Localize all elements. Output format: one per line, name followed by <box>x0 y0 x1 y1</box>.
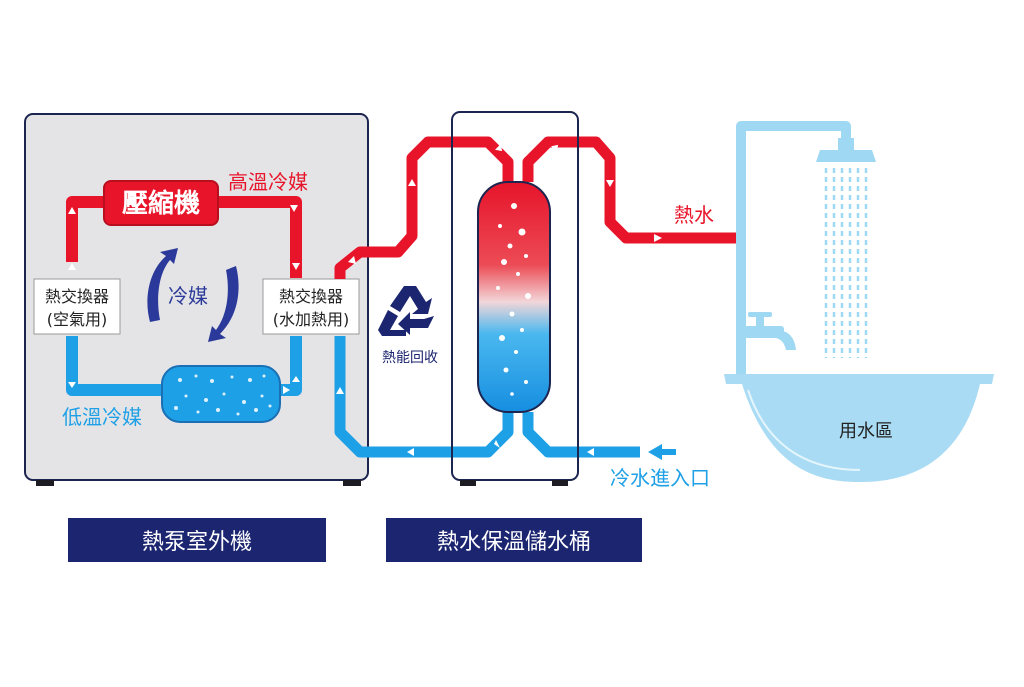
heat-exchanger-water-line2: (水加熱用) <box>273 310 350 329</box>
storage-tank <box>451 111 579 486</box>
shower-water-streams <box>824 168 868 358</box>
heat-exchanger-air: 熱交換器 (空氣用) <box>33 278 121 335</box>
recycle-icon <box>378 286 434 336</box>
cold-refrigerant-loop <box>66 336 302 396</box>
low-temp-refrigerant-label: 低溫冷媒 <box>62 405 142 429</box>
compressor-label: 壓縮機 <box>122 188 200 219</box>
tank-bubbles <box>496 203 531 396</box>
faucet-icon <box>744 312 796 350</box>
shower-head-icon <box>816 138 876 162</box>
high-temp-refrigerant-label: 高溫冷媒 <box>228 170 308 194</box>
evaporator-capsule <box>161 365 281 423</box>
hot-refrigerant-loop <box>66 196 302 278</box>
heat-exchanger-water: 熱交換器 (水加熱用) <box>262 278 360 335</box>
circular-arrows-icon <box>147 248 239 342</box>
shower-frame <box>736 121 851 376</box>
outdoor-unit-caption-text: 熱泵室外機 <box>142 530 252 555</box>
water-use-area-label: 用水區 <box>839 421 893 442</box>
storage-tank-caption-text: 熱水保溫儲水桶 <box>437 530 591 555</box>
heat-exchanger-water-line1: 熱交換器 <box>279 287 343 306</box>
water-flow-arrows <box>336 144 662 456</box>
compressor: 壓縮機 <box>103 180 219 226</box>
refrigerant-flow-arrows <box>68 205 300 394</box>
outdoor-unit-caption: 熱泵室外機 <box>68 518 326 562</box>
storage-tank-caption: 熱水保溫儲水桶 <box>386 518 642 562</box>
water-basin <box>724 374 994 482</box>
heat-exchanger-air-line1: 熱交換器 <box>45 287 109 306</box>
heat-exchanger-air-line2: (空氣用) <box>47 310 108 329</box>
heat-recovery-label: 熱能回收 <box>382 350 438 366</box>
cold-water-inlet-label: 冷水進入口 <box>610 466 710 490</box>
inlet-arrow-icon <box>648 444 676 460</box>
hot-water-label: 熱水 <box>674 203 714 227</box>
refrigerant-label: 冷媒 <box>168 284 208 308</box>
